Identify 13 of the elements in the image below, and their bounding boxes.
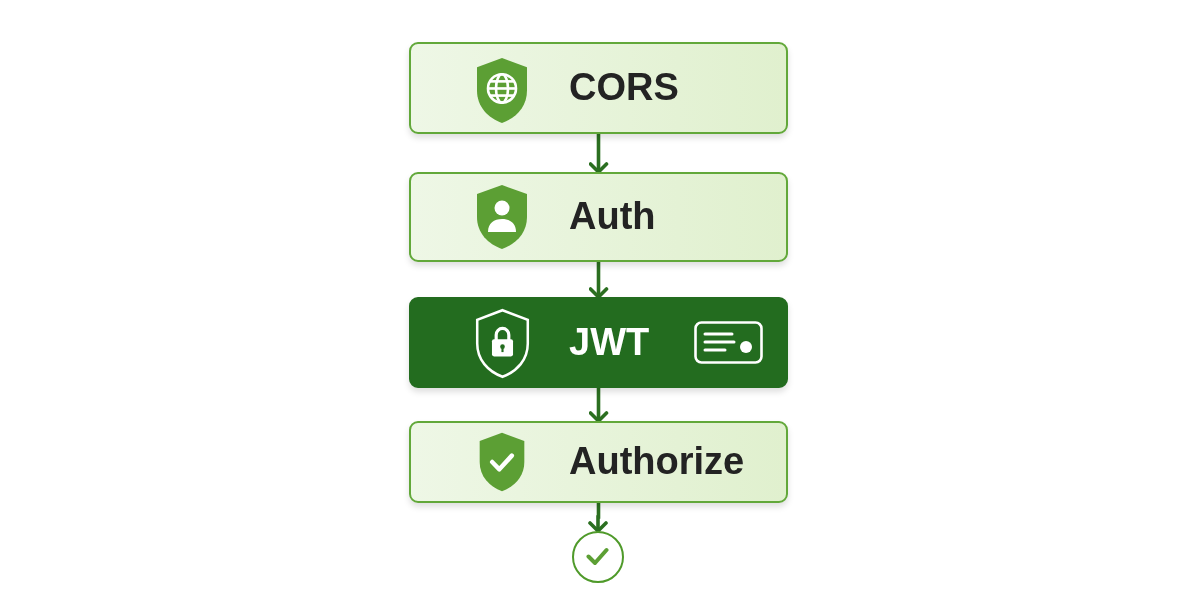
step-label: JWT [569, 321, 650, 364]
process-box [409, 172, 788, 262]
process-box [409, 297, 788, 388]
step-label: Auth [569, 196, 656, 238]
arrow [588, 262, 609, 299]
step-label: CORS [569, 67, 679, 109]
step-label: Authorize [569, 441, 745, 483]
arrow [588, 503, 608, 533]
arrow [588, 388, 609, 423]
process-box [409, 421, 788, 503]
end-circle [572, 531, 624, 583]
arrow [588, 134, 609, 174]
process-box [409, 42, 788, 134]
